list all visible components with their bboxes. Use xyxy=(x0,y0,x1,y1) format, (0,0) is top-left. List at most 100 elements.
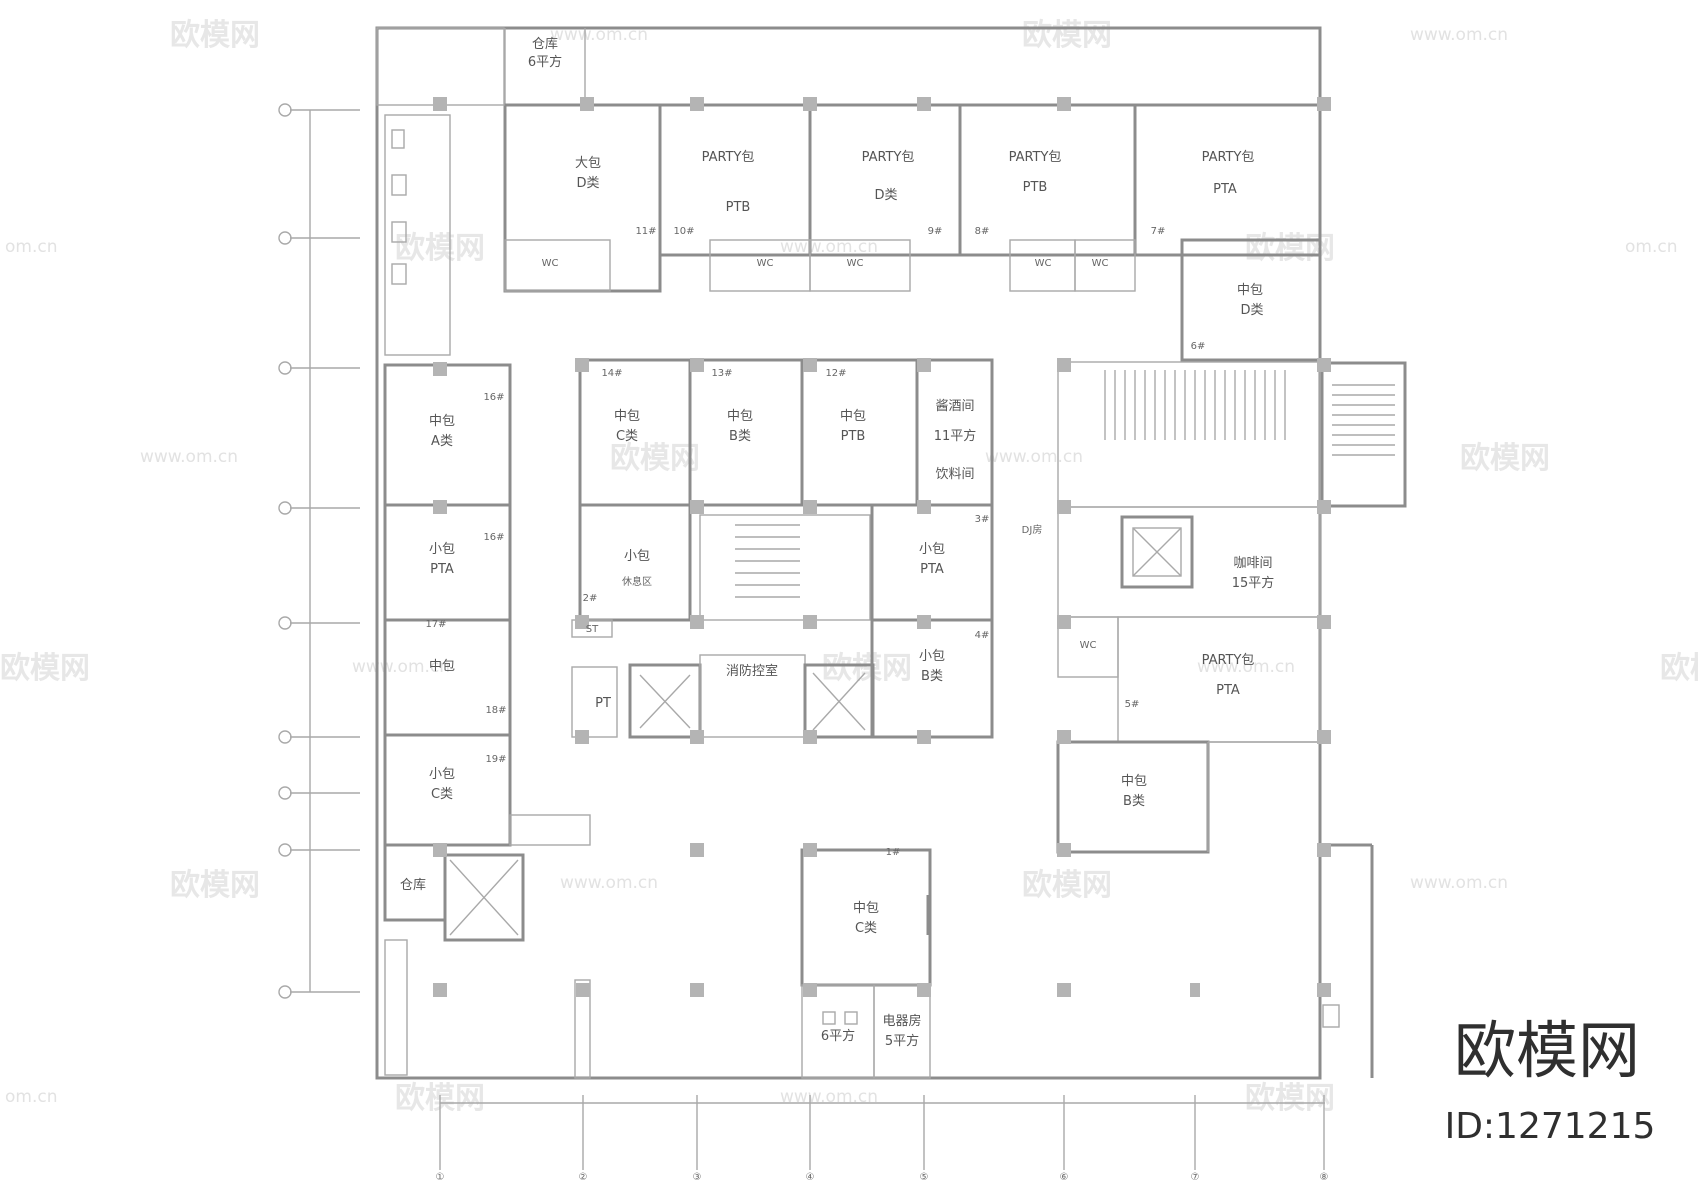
room-label: 5平方 xyxy=(885,1033,919,1049)
room-number: 13# xyxy=(711,368,732,379)
room-number: 4# xyxy=(975,630,990,641)
room-number: 11# xyxy=(635,226,656,237)
room-label: PARTY包 xyxy=(862,150,915,165)
watermark-brand: 欧模网 xyxy=(170,18,260,53)
elevator-car xyxy=(1132,527,1182,577)
watermark-brand: 欧模网 xyxy=(610,441,700,476)
watermark-url: om.cn xyxy=(5,237,58,257)
room-label: PTB xyxy=(726,200,751,215)
room-label: 小包 xyxy=(624,549,650,564)
room-label: ST xyxy=(586,624,599,635)
room-label: 休息区 xyxy=(622,575,652,588)
st-room xyxy=(571,619,613,638)
room-label: 中包 xyxy=(840,409,866,424)
elevator-shaft xyxy=(803,663,875,739)
room-outline xyxy=(1057,506,1321,618)
room-label: 消防控室 xyxy=(726,663,778,679)
fixtures xyxy=(391,129,1340,1028)
room-label: D类 xyxy=(576,176,599,191)
central-block xyxy=(571,358,994,1079)
watermark-brand: 欧模网 xyxy=(0,651,90,686)
room-number: 8# xyxy=(975,226,990,237)
wc-label: WC xyxy=(1080,640,1097,651)
grid-mark: ⑤ xyxy=(920,1172,929,1183)
toilet-icon xyxy=(391,129,405,149)
room-label: PTA xyxy=(920,562,944,577)
toilet-icon xyxy=(391,221,407,243)
watermark-url: www.om.cn xyxy=(780,237,878,257)
room-numbers: 1# 2# 3# 4# 5# 6# 7# 8# 9# 10# 11# 12# 1… xyxy=(425,226,1205,858)
watermark-url: www.om.cn xyxy=(780,1087,878,1107)
room-number: 16# xyxy=(483,532,504,543)
room-outline xyxy=(383,618,512,737)
stair-projection xyxy=(1320,361,1407,508)
watermark-url: om.cn xyxy=(5,1087,58,1107)
grid-mark: ③ xyxy=(693,1172,702,1183)
watermark-brand: 欧模网 xyxy=(1022,868,1112,903)
right-block xyxy=(1056,361,1395,854)
watermark-brand: 欧模网 xyxy=(1022,18,1112,53)
room-label: 中包 xyxy=(1237,283,1263,298)
grid-mark: ① xyxy=(436,1172,445,1183)
sink-icon xyxy=(844,1011,858,1025)
room-label: PARTY包 xyxy=(702,150,755,165)
room-number: 1# xyxy=(886,847,901,858)
room-label: PTA xyxy=(430,562,454,577)
brand-logo: 欧模网 xyxy=(1453,1014,1640,1087)
room-label: D类 xyxy=(1240,303,1263,318)
room-outline xyxy=(383,733,512,847)
room-number: 9# xyxy=(928,226,943,237)
room-label: 小包 xyxy=(429,767,455,782)
room-label: PARTY包 xyxy=(1202,150,1255,165)
room-label: B类 xyxy=(729,429,751,444)
watermark-brand: 欧模网 xyxy=(822,651,912,686)
room-label: 6平方 xyxy=(528,54,562,70)
room-label: 中包 xyxy=(1121,774,1147,789)
room-number: 16# xyxy=(483,392,504,403)
grid-mark: ② xyxy=(579,1172,588,1183)
room-label: 6平方 xyxy=(821,1028,855,1044)
watermark-url: www.om.cn xyxy=(560,873,658,893)
wc-label: WC xyxy=(757,258,774,269)
room-label: 仓库 xyxy=(532,36,558,52)
pt-room xyxy=(571,666,618,738)
watermark-url: www.om.cn xyxy=(550,25,648,45)
room-label: PT xyxy=(595,696,611,711)
room-outline xyxy=(800,848,932,987)
room-number: 14# xyxy=(601,368,622,379)
wc-label: WC xyxy=(1092,258,1109,269)
elevator-cross xyxy=(1132,527,1182,577)
room-number: 5# xyxy=(1125,699,1140,710)
room-label: 中包 xyxy=(429,659,455,674)
room-label: PTA xyxy=(1216,683,1240,698)
room-outline xyxy=(503,103,662,293)
room-label: 小包 xyxy=(429,542,455,557)
grid-mark: ⑦ xyxy=(1191,1172,1200,1183)
room-number: 10# xyxy=(673,226,694,237)
restroom-block xyxy=(376,27,505,106)
elevator-cross xyxy=(639,674,691,729)
room-number: 18# xyxy=(485,705,506,716)
watermarks: 欧模网 欧模网 www.om.cn www.om.cn 欧模网 欧模网 om.c… xyxy=(0,18,1698,1116)
elevator-shaft xyxy=(1120,515,1194,589)
room-label: A类 xyxy=(431,434,453,449)
room-label: B类 xyxy=(921,669,943,684)
left-room-column xyxy=(376,27,591,1079)
room-label: PTA xyxy=(1213,182,1237,197)
room-label: 中包 xyxy=(727,409,753,424)
watermark-brand: 欧模网 xyxy=(1460,441,1550,476)
room-label: PTB xyxy=(1023,180,1048,195)
room-label: 饮料间 xyxy=(935,467,974,482)
watermark-brand: 欧模网 xyxy=(170,868,260,903)
room-label: C类 xyxy=(855,921,877,936)
room-label: PARTY包 xyxy=(1202,653,1255,668)
room-label: 酱酒间 xyxy=(935,399,974,414)
watermark-brand: 欧模网 xyxy=(395,231,485,266)
room-number: 2# xyxy=(583,593,598,604)
room-outline xyxy=(578,503,692,622)
toilet-icon xyxy=(391,263,407,285)
main-stair-treads xyxy=(1104,370,1286,440)
room-label: 大包 xyxy=(575,156,601,171)
elevator-shaft xyxy=(443,853,525,942)
